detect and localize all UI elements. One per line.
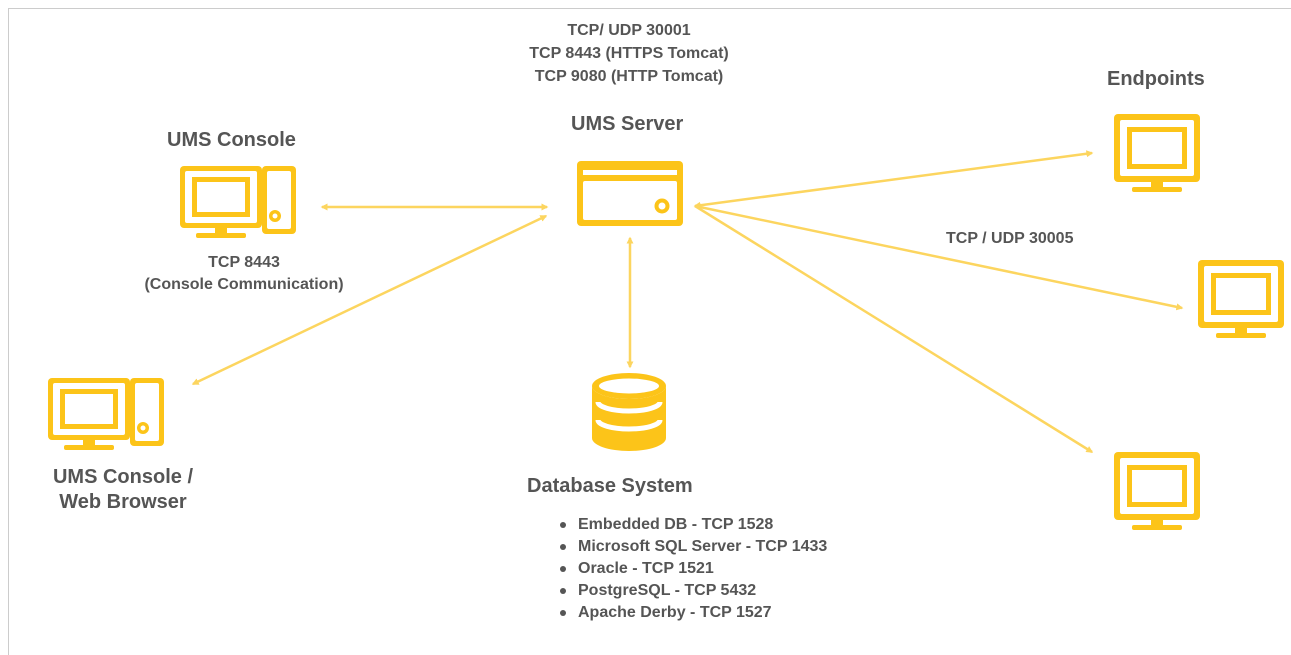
monitor-icon xyxy=(1198,260,1284,338)
web-browser-title-line: UMS Console / xyxy=(52,466,193,488)
desktop-computer-icon xyxy=(48,378,164,450)
monitor-icon xyxy=(1114,114,1200,192)
list-item: Oracle - TCP 1521 xyxy=(556,558,827,580)
server-port-line: TCP 9080 (HTTP Tomcat) xyxy=(534,68,724,85)
console-port-label: TCP 8443 (Console Communication) xyxy=(114,252,374,296)
server-port-line: TCP 8443 (HTTPS Tomcat) xyxy=(529,45,729,62)
server-port-line: TCP/ UDP 30001 xyxy=(567,22,691,39)
ums-server-title: UMS Server xyxy=(571,113,684,135)
browser-server-connector xyxy=(191,214,548,386)
web-browser-title-line: Web Browser xyxy=(59,491,187,513)
list-item: PostgreSQL - TCP 5432 xyxy=(556,580,827,602)
console-port-line: (Console Communication) xyxy=(144,276,344,293)
endpoints-title: Endpoints xyxy=(1107,68,1205,90)
web-browser-title: UMS Console / Web Browser xyxy=(18,465,228,515)
desktop-computer-icon xyxy=(180,166,296,238)
ums-console-title: UMS Console xyxy=(167,129,296,151)
database-options-list: Embedded DB - TCP 1528 Microsoft SQL Ser… xyxy=(556,514,827,624)
server-ports-label: TCP/ UDP 30001 TCP 8443 (HTTPS Tomcat) T… xyxy=(494,19,764,88)
server-endpoint-1-connector xyxy=(693,150,1094,209)
list-item: Apache Derby - TCP 1527 xyxy=(556,602,827,624)
diagram-frame xyxy=(8,8,1291,655)
list-item: Embedded DB - TCP 1528 xyxy=(556,514,827,536)
console-port-line: TCP 8443 xyxy=(208,254,280,271)
monitor-icon xyxy=(1114,452,1200,530)
list-item: Microsoft SQL Server - TCP 1433 xyxy=(556,536,827,558)
server-endpoint-3-connector xyxy=(694,204,1094,454)
endpoint-port-label: TCP / UDP 30005 xyxy=(946,230,1074,247)
server-icon xyxy=(577,161,683,226)
database-system-title: Database System xyxy=(527,475,693,497)
server-endpoint-2-connector xyxy=(694,204,1184,311)
database-icon xyxy=(592,373,666,451)
